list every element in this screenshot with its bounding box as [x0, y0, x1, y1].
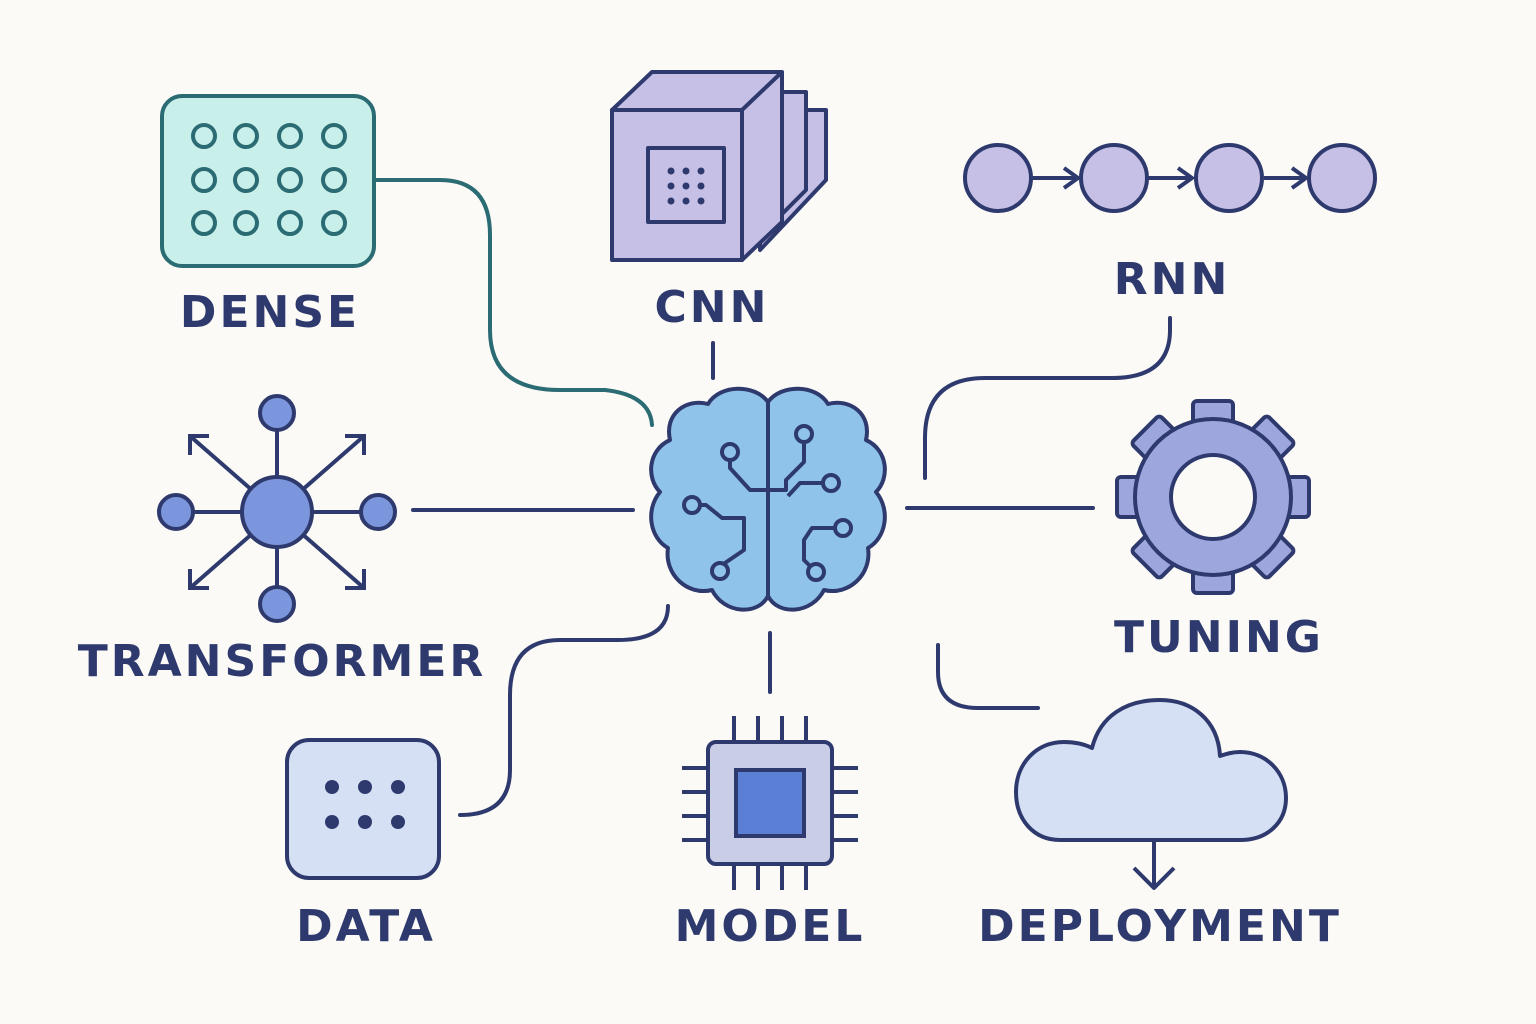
data-tile-icon: [285, 738, 441, 880]
label-dense: DENSE: [180, 287, 360, 338]
connector-data: [458, 604, 670, 817]
label-transformer: TRANSFORMER: [78, 636, 487, 687]
node-dense: DENSE: [160, 94, 376, 338]
label-tuning: TUNING: [1114, 612, 1324, 663]
cloud-download-icon: [1014, 698, 1288, 890]
connector-dense: [373, 178, 654, 427]
chip-icon: [682, 716, 858, 890]
node-rnn: RNN: [963, 143, 1377, 305]
label-rnn: RNN: [1114, 254, 1231, 305]
brain-circuit-icon: [649, 386, 887, 612]
stacked-feature-maps-icon: [610, 70, 828, 262]
attention-hub-icon: [157, 394, 397, 623]
label-cnn: CNN: [655, 282, 770, 333]
node-data: DATA: [285, 738, 441, 952]
connector-rnn: [923, 316, 1172, 480]
connectors: [373, 178, 1172, 817]
node-deployment: DEPLOYMENT: [978, 698, 1342, 952]
sequence-chain-icon: [963, 143, 1377, 213]
node-cnn: CNN: [610, 70, 828, 333]
node-model: MODEL: [675, 716, 866, 952]
node-tuning: TUNING: [1114, 399, 1324, 663]
connector-deployment: [936, 643, 1040, 710]
label-model: MODEL: [675, 901, 866, 952]
grid-of-circles-icon: [160, 94, 376, 268]
label-data: DATA: [296, 901, 436, 952]
node-transformer: TRANSFORMER: [78, 394, 487, 687]
label-deployment: DEPLOYMENT: [978, 901, 1342, 952]
gear-icon: [1115, 399, 1311, 595]
